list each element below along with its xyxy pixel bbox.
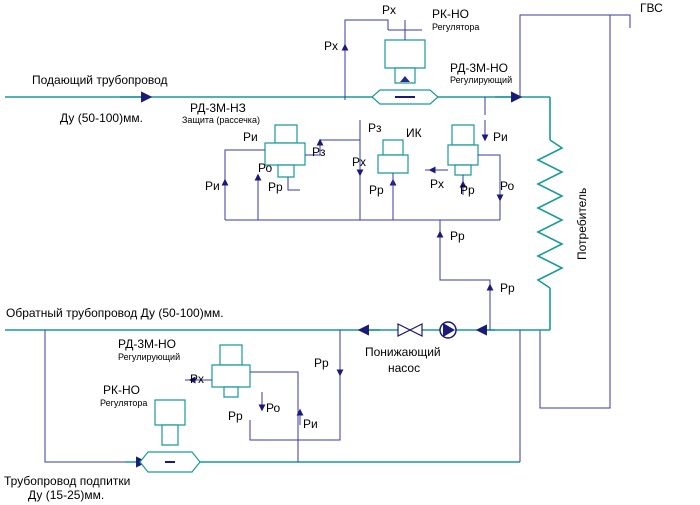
gvs-label: ГВС (640, 1, 663, 15)
return-pipe-label: Обратный трубопровод Ду (50-100)мм. (6, 306, 224, 320)
makeup-pipe-label-1: Трубопровод подпитки (4, 474, 130, 488)
port-rr: Рр (450, 229, 465, 243)
port-rr: Рр (228, 409, 243, 423)
rk-bottom-sub: Регулятора (100, 398, 147, 408)
port-ro: Ро (266, 401, 280, 415)
rd-nz-valve (264, 124, 306, 178)
rk-top-sub: Регулятора (432, 22, 479, 32)
rd-reg-bottom-sub: Регулирующий (118, 352, 180, 362)
port-rx: Рх (324, 39, 338, 53)
rk-top-valve (371, 20, 439, 105)
rd-reg-top-valve (447, 124, 479, 176)
port-ri: Ри (243, 130, 258, 144)
impulse-bus (225, 219, 500, 330)
rk-bottom-valve (139, 399, 201, 473)
port-ro: Ро (258, 161, 272, 175)
rd-reg-bottom-name: РД-3М-НО (118, 337, 176, 351)
port-rx: Рх (430, 177, 444, 191)
ik-name: ИК (406, 126, 422, 140)
port-rr: Рр (460, 183, 475, 197)
port-rz: Рз (312, 145, 326, 159)
port-rr: Рр (500, 281, 515, 295)
rk-top-name: РК-НО (432, 7, 469, 21)
port-rr: Рр (314, 356, 329, 370)
ik-valve (377, 139, 409, 174)
port-ro: Ро (500, 179, 514, 193)
consumer-label: Потребитель (575, 188, 589, 260)
consumer-coil (536, 97, 564, 330)
port-rr: Рр (369, 183, 384, 197)
makeup-pipe-label-2: Ду (15-25)мм. (28, 488, 104, 502)
rd-reg-bottom-valve (211, 344, 251, 398)
makeup-pipe (44, 330, 521, 468)
gvs-branch (519, 14, 631, 409)
supply-pipe-label: Подающий трубопровод (32, 73, 168, 87)
rd-nz-sub: Защита (рассечка) (182, 115, 260, 125)
pump-symbol (397, 321, 457, 339)
port-ri: Ри (493, 130, 508, 144)
port-ri: Ри (303, 417, 318, 431)
pump-label-2: насос (388, 361, 420, 375)
port-rx: Рх (190, 372, 204, 386)
port-ri: Ри (205, 179, 220, 193)
rd-reg-top-name: РД-3М-НО (450, 61, 508, 75)
rd-nz-name: РД-3М-НЗ (190, 101, 246, 115)
port-rx: Рх (352, 155, 366, 169)
port-rz: Рз (368, 121, 382, 135)
rd-reg-top-sub: Регулирующий (450, 75, 512, 85)
pump-label-1: Понижающий (365, 345, 441, 359)
rk-bottom-name: РК-НО (103, 383, 140, 397)
port-rr: Рр (268, 180, 283, 194)
supply-dn-label: Ду (50-100)мм. (60, 111, 143, 125)
port-rx: Рх (382, 3, 396, 17)
